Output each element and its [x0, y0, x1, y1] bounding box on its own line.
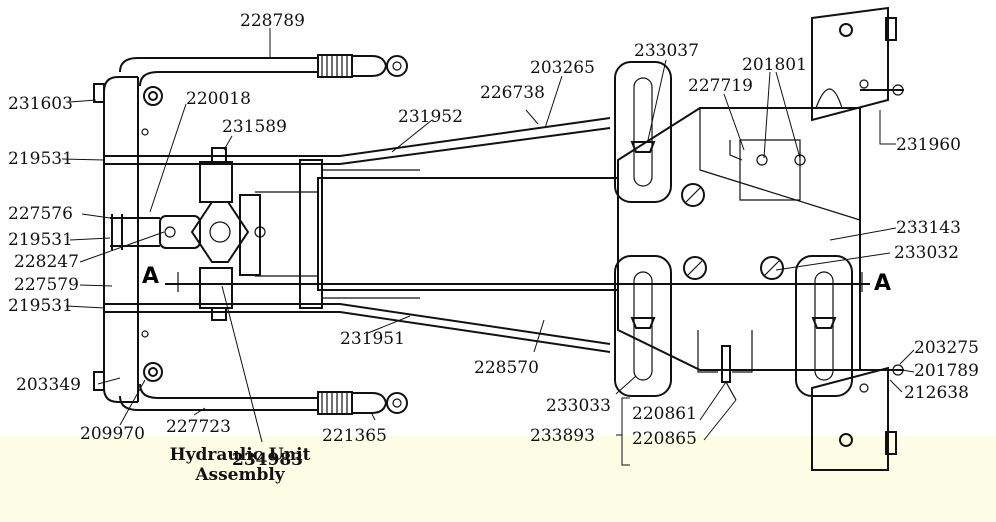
label-220865: 220865 — [632, 429, 697, 449]
diagram-caption: Hydraulic Unit Assembly — [150, 445, 330, 485]
label-231951: 231951 — [340, 329, 405, 349]
valve-block — [110, 147, 250, 321]
label-227719: 227719 — [688, 76, 753, 96]
caption-line-2: Assembly — [195, 465, 285, 485]
label-231589: 231589 — [222, 117, 287, 137]
label-221365: 221365 — [322, 426, 387, 446]
label-233037: 233037 — [634, 41, 699, 61]
label-233032: 233032 — [894, 243, 959, 263]
section-mark-left: A — [142, 264, 159, 289]
label-219531-top: 219531 — [8, 149, 73, 169]
label-227723: 227723 — [166, 417, 231, 437]
label-212638: 212638 — [904, 383, 969, 403]
label-226738: 226738 — [480, 83, 545, 103]
label-203265: 203265 — [530, 58, 595, 78]
right-plate — [617, 107, 861, 371]
label-233143: 233143 — [896, 218, 961, 238]
label-231960: 231960 — [896, 135, 961, 155]
section-line: A A — [142, 264, 891, 296]
slot-brackets — [614, 61, 853, 397]
label-219531-mid: 219531 — [8, 230, 73, 250]
leader-lines — [61, 28, 915, 466]
label-233033: 233033 — [546, 396, 611, 416]
side-bars — [105, 117, 611, 353]
label-228789: 228789 — [240, 11, 305, 31]
caption-band — [0, 436, 996, 522]
label-203349: 203349 — [16, 375, 81, 395]
bolt-head-top-left — [143, 86, 163, 106]
label-234983: 234983 — [232, 450, 303, 470]
label-220018: 220018 — [186, 89, 251, 109]
label-201789: 201789 — [914, 361, 979, 381]
bolt-head-bottom-left — [143, 362, 163, 382]
section-mark-right: A — [874, 271, 891, 296]
end-plates — [811, 6, 904, 471]
label-227576: 227576 — [8, 204, 73, 224]
cylinder-body — [239, 159, 619, 309]
label-231952: 231952 — [398, 107, 463, 127]
label-233893: 233893 — [530, 426, 595, 446]
bottom-linkage — [697, 330, 753, 401]
label-228570: 228570 — [474, 358, 539, 378]
label-209970: 209970 — [80, 424, 145, 444]
label-231603: 231603 — [8, 94, 73, 114]
label-227579: 227579 — [14, 275, 79, 295]
label-219531-bot: 219531 — [8, 296, 73, 316]
label-220861: 220861 — [632, 404, 697, 424]
left-frame — [93, 76, 163, 403]
part-labels: 228789 231603 220018 231589 219531 22757… — [8, 11, 979, 470]
label-201801: 201801 — [742, 55, 807, 75]
label-228247: 228247 — [14, 252, 79, 272]
top-rod — [119, 54, 408, 87]
label-203275: 203275 — [914, 338, 979, 358]
bottom-rod — [119, 383, 408, 415]
caption-line-1: Hydraulic Unit — [169, 445, 311, 465]
